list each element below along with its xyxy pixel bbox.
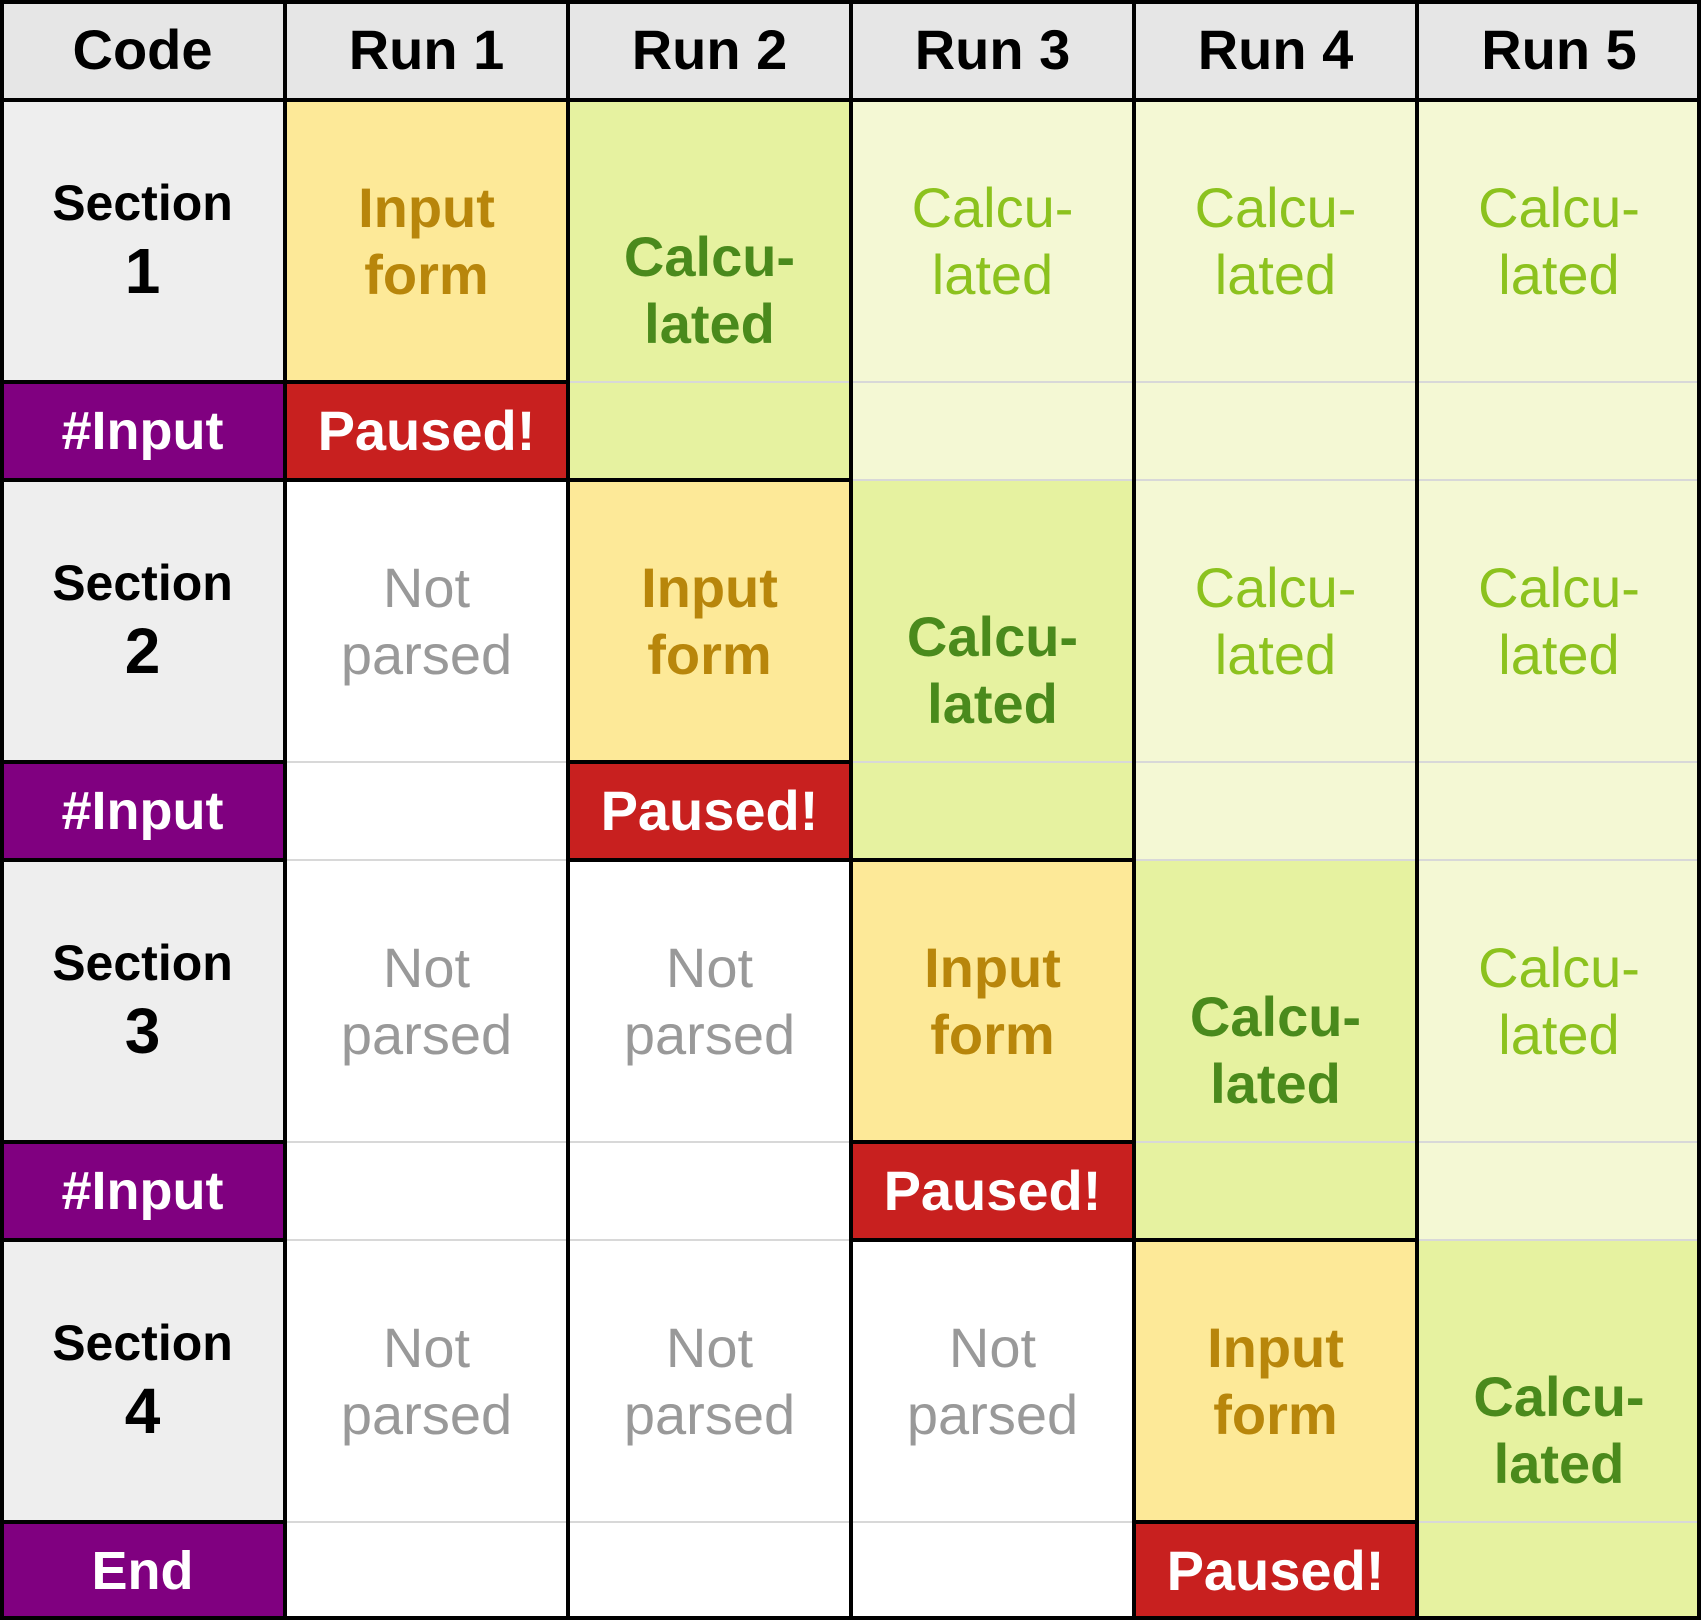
s1-run2-calculated: Calcu- lated (568, 100, 851, 480)
section-3-label: Section (52, 934, 233, 991)
s2-run1-marker-cell (285, 762, 568, 860)
s2-run2-input-form: Input form (568, 480, 851, 762)
s4-run2-not-parsed: Not parsed (568, 1240, 851, 1522)
s1-run3-marker-cell (851, 382, 1134, 480)
header-run-1-label: Run 1 (348, 18, 505, 82)
s1-run1-paused-text: Paused! (317, 399, 536, 463)
section-3-number: 3 (124, 994, 161, 1067)
s2-run5-calculated: Calcu- lated (1417, 480, 1701, 762)
header-run-4: Run 4 (1134, 0, 1417, 100)
s4-run5-text: Calcu- lated (1473, 1364, 1645, 1495)
s2-run3-calculated: Calcu- lated (851, 480, 1134, 860)
s3-run3-text: Input form (924, 935, 1061, 1066)
s4-run1-not-parsed: Not parsed (285, 1240, 568, 1522)
s1-run5-calculated: Calcu- lated (1417, 100, 1701, 382)
s2-run4-marker-cell (1134, 762, 1417, 860)
s4-run1-marker-cell (285, 1522, 568, 1620)
section-4-label: Section (52, 1314, 233, 1371)
section-3-marker-label: #Input (61, 1160, 224, 1221)
s2-run2-text: Input form (641, 555, 778, 686)
header-run-5-label: Run 5 (1481, 18, 1637, 82)
s4-run2-marker-cell (568, 1522, 851, 1620)
section-1-label: Section (52, 174, 233, 231)
s1-run5-text: Calcu- lated (1478, 175, 1640, 306)
section-1-marker: #Input (0, 382, 285, 480)
s3-run1-marker-cell (285, 1142, 568, 1240)
s1-run4-marker-cell (1134, 382, 1417, 480)
s1-run3-text: Calcu- lated (911, 175, 1074, 306)
s2-run4-text: Calcu- lated (1194, 555, 1357, 686)
s4-run4-input-form: Input form (1134, 1240, 1417, 1522)
s3-run5-marker-cell (1417, 1142, 1701, 1240)
s3-run3-paused: Paused! (851, 1142, 1134, 1240)
header-code-label: Code (72, 18, 213, 82)
section-1-marker-label: #Input (61, 400, 224, 461)
s3-run2-marker-cell (568, 1142, 851, 1240)
s3-run4-text: Calcu- lated (1189, 984, 1362, 1115)
header-run-4-label: Run 4 (1197, 18, 1354, 82)
s3-run1-not-parsed: Not parsed (285, 860, 568, 1142)
s1-run4-text: Calcu- lated (1194, 175, 1357, 306)
section-2-number: 2 (124, 614, 161, 687)
header-run-2-label: Run 2 (631, 18, 788, 82)
s3-run2-not-parsed: Not parsed (568, 860, 851, 1142)
s2-run5-text: Calcu- lated (1478, 555, 1640, 686)
s1-run1-paused: Paused! (285, 382, 568, 480)
s2-run2-paused-text: Paused! (600, 779, 819, 843)
s1-run2-text: Calcu- lated (623, 224, 796, 355)
s4-run3-not-parsed: Not parsed (851, 1240, 1134, 1522)
section-2-label: Section (52, 554, 233, 611)
s4-run3-text: Not parsed (906, 1315, 1079, 1446)
s3-run1-text: Not parsed (340, 935, 513, 1066)
header-run-2: Run 2 (568, 0, 851, 100)
s1-run1-input-form: Input form (285, 100, 568, 382)
header-run-3: Run 3 (851, 0, 1134, 100)
s1-run5-marker-cell (1417, 382, 1701, 480)
section-2-marker-label: #Input (61, 780, 224, 841)
s4-run4-paused: Paused! (1134, 1522, 1417, 1620)
section-4-number: 4 (124, 1374, 161, 1447)
s2-run1-not-parsed: Not parsed (285, 480, 568, 762)
s4-run2-text: Not parsed (623, 1315, 796, 1446)
section-1-number: 1 (124, 234, 161, 307)
s1-run1-text: Input form (358, 175, 495, 306)
s1-run4-calculated: Calcu- lated (1134, 100, 1417, 382)
header-run-5: Run 5 (1417, 0, 1701, 100)
s3-run5-calculated: Calcu- lated (1417, 860, 1701, 1142)
s3-run2-text: Not parsed (623, 935, 796, 1066)
s4-run4-paused-text: Paused! (1166, 1539, 1385, 1603)
section-2-marker: #Input (0, 762, 285, 860)
s2-run1-text: Not parsed (340, 555, 513, 686)
s1-run3-calculated: Calcu- lated (851, 100, 1134, 382)
s3-run4-calculated: Calcu- lated (1134, 860, 1417, 1240)
s3-run5-text: Calcu- lated (1478, 935, 1640, 1066)
header-run-3-label: Run 3 (914, 18, 1071, 82)
section-4-marker-label: End (91, 1540, 194, 1601)
s4-run4-text: Input form (1207, 1315, 1344, 1446)
s2-run4-calculated: Calcu- lated (1134, 480, 1417, 762)
section-4-marker: End (0, 1522, 285, 1620)
header-run-1: Run 1 (285, 0, 568, 100)
s3-run3-paused-text: Paused! (883, 1159, 1102, 1223)
s4-run3-marker-cell (851, 1522, 1134, 1620)
section-3-marker: #Input (0, 1142, 285, 1240)
s4-run1-text: Not parsed (340, 1315, 513, 1446)
s2-run3-text: Calcu- lated (906, 604, 1079, 735)
s2-run2-paused: Paused! (568, 762, 851, 860)
header-code: Code (0, 0, 285, 100)
s2-run5-marker-cell (1417, 762, 1701, 860)
s4-run5-calculated: Calcu- lated (1417, 1240, 1701, 1620)
s3-run3-input-form: Input form (851, 860, 1134, 1142)
